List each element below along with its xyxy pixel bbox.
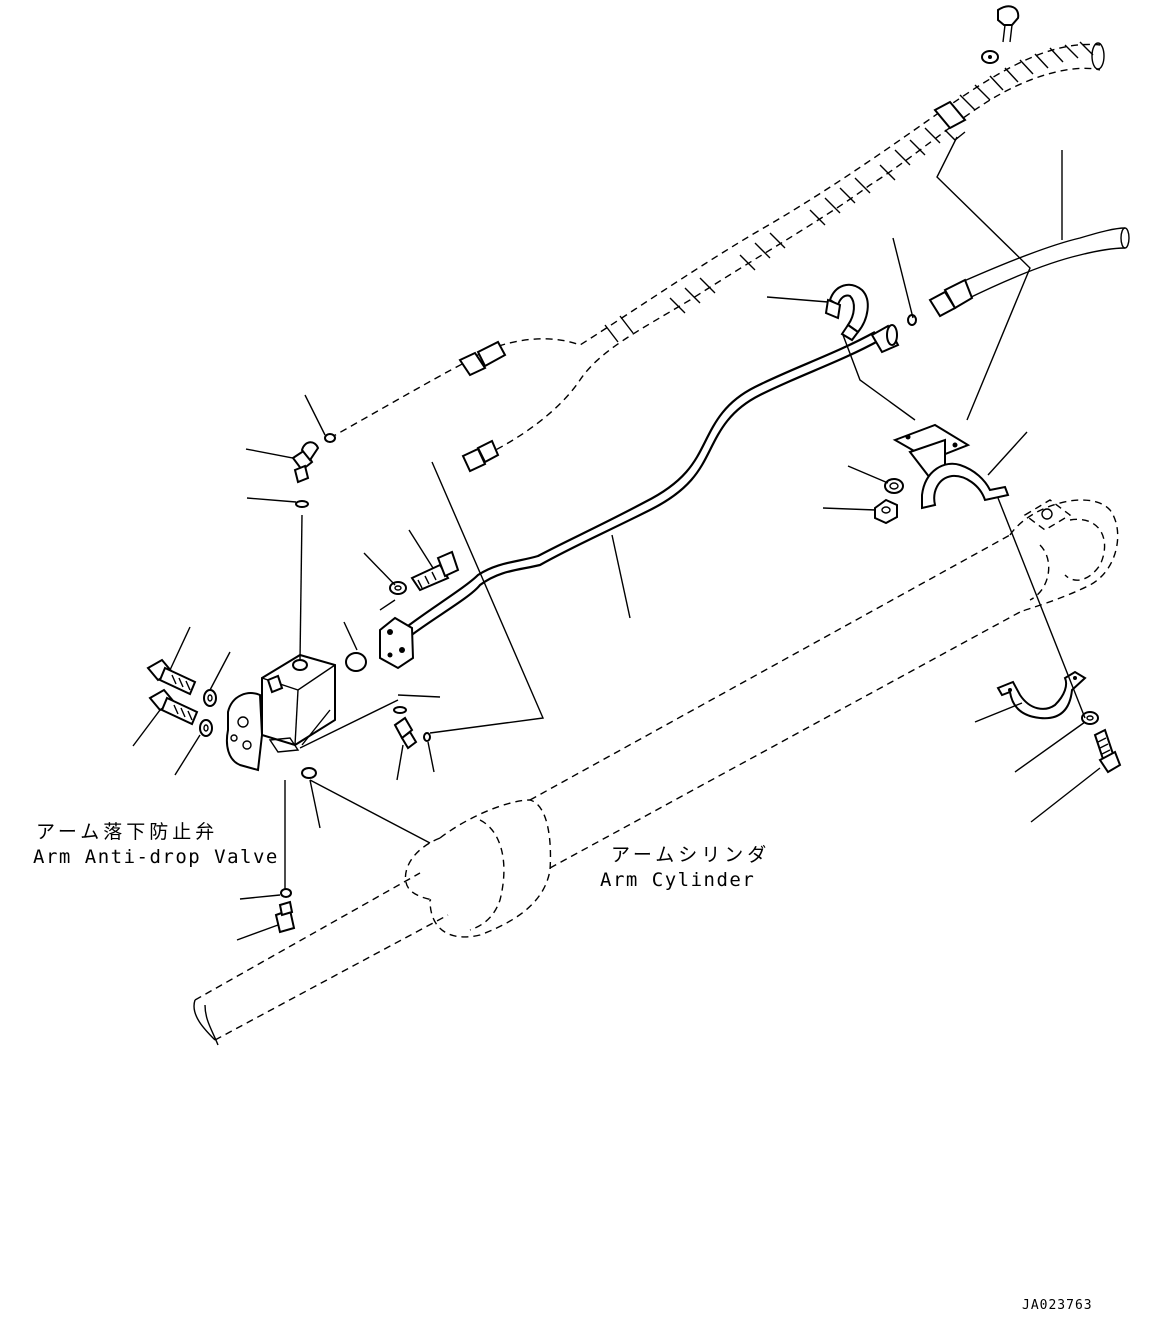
valve-bolts — [146, 658, 217, 737]
supply-hose — [329, 41, 1105, 473]
right-hose — [928, 150, 1130, 318]
anti-drop-valve — [225, 653, 336, 772]
bracket-clamp — [874, 423, 1010, 525]
cylinder-label-jp: アームシリンダ — [611, 844, 770, 866]
drawing-code: JA023763 — [1022, 1298, 1093, 1313]
valve-label-en: Arm Anti-drop Valve — [33, 846, 279, 868]
elbow-fitting — [824, 283, 917, 342]
valve-label-jp: アーム落下防止弁 — [36, 821, 218, 843]
arm-cylinder — [193, 499, 1119, 1046]
top-bolt-clamp — [933, 5, 1031, 421]
o-ring-large — [345, 652, 367, 672]
steel-tube — [379, 324, 900, 670]
flange-bolt — [389, 550, 460, 595]
leader-lines — [132, 237, 1101, 941]
band-clamp — [996, 670, 1122, 774]
cylinder-label-en: Arm Cylinder — [600, 869, 755, 891]
small-fittings — [274, 433, 431, 934]
